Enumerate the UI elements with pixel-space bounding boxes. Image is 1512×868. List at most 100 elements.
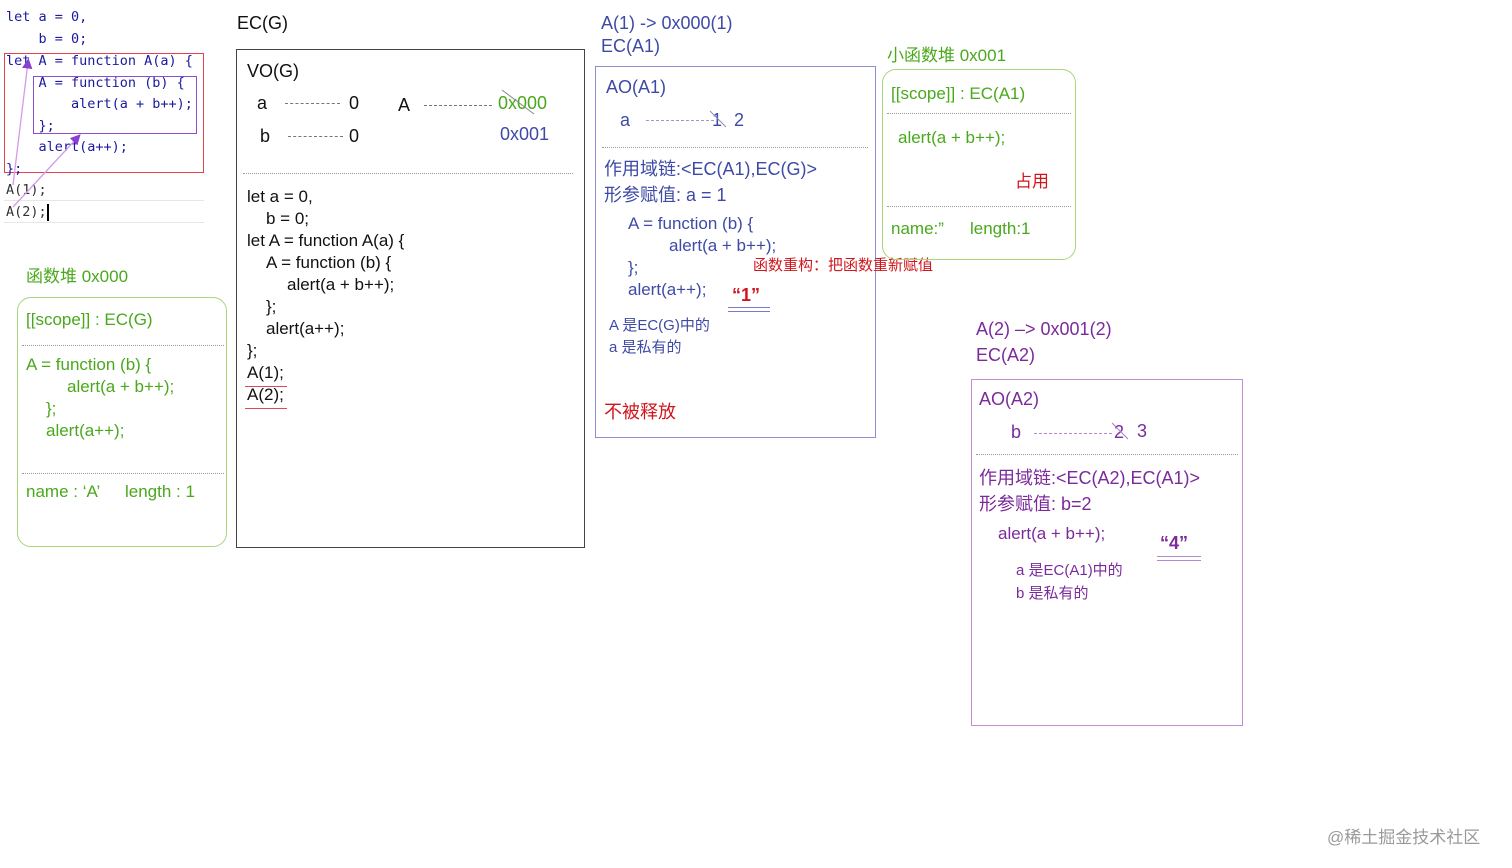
divider (887, 113, 1071, 114)
small-function-heap: [[scope]] : EC(A1) alert(a + b++); 占用 na… (882, 69, 1076, 260)
arrow-line (12, 58, 33, 186)
heap-code-line: alert(a++); (46, 421, 125, 440)
code-line: A = function (b) { (6, 75, 185, 91)
execution-context-a1: AO(A1) a 1 2 作用域链:<EC(A1),EC(G)> 形参赋值: a… (595, 66, 876, 438)
dash-connector (646, 120, 714, 121)
strike-mark (709, 110, 727, 128)
var-value-b: 0 (349, 126, 360, 146)
arrow-line (12, 134, 81, 208)
ecg-code-line: }; (266, 297, 277, 316)
divider (887, 206, 1071, 207)
dash-connector (424, 105, 492, 106)
a2-code-line: alert(a + b++); (998, 524, 1106, 543)
ao-title: AO(A1) (606, 77, 667, 97)
scope-note: a 是私有的 (609, 339, 682, 356)
ecg-call-line: A(1); (247, 363, 284, 382)
execution-context-a2: AO(A2) b 2 3 作用域链:<EC(A2),EC(A1)> 形参赋值: … (971, 379, 1243, 726)
scope-note: a 是EC(A1)中的 (1016, 562, 1123, 579)
var-name-A: A (398, 95, 411, 115)
heap-scope: [[scope]] : EC(G) (26, 310, 153, 329)
divider (4, 222, 204, 223)
outer-function-highlight (4, 53, 204, 173)
var-name-b: b (1011, 422, 1022, 442)
dash-connector (288, 136, 343, 137)
vo-title: VO(G) (247, 61, 299, 81)
code-snippet: let a = 0, b = 0; let A = function A(a) … (0, 0, 215, 225)
inner-function-highlight (33, 76, 197, 134)
ecg-code-line: A = function (b) { (266, 253, 392, 272)
divider (22, 473, 224, 474)
global-heap-title: 函数堆 0x000 (26, 267, 129, 286)
value-old: 1 (712, 110, 723, 130)
ecg-code-line: alert(a + b++); (287, 275, 395, 294)
call-underline (245, 386, 287, 387)
var-value-a: 0 (349, 93, 360, 113)
heap-code-line: }; (46, 399, 57, 418)
call-underline (245, 408, 287, 409)
a1-code-line: alert(a++); (628, 280, 707, 299)
a1-code-line: alert(a + b++); (669, 236, 777, 255)
code-line: }; (6, 161, 23, 177)
code-line: A(2); (6, 204, 47, 220)
heap-name-prop: name:” (891, 219, 944, 238)
a1-code-line: }; (628, 258, 639, 277)
scope-note: A 是EC(G)中的 (609, 317, 710, 334)
scope-chain: 作用域链:<EC(A2),EC(A1)> (979, 468, 1201, 488)
text-cursor (47, 204, 49, 221)
heap-length-prop: length : 1 (125, 482, 195, 501)
output-underline (728, 307, 770, 308)
not-released-label: 不被释放 (604, 402, 676, 422)
eca1-call-title: A(1) -> 0x000(1) (601, 13, 733, 33)
divider (4, 200, 204, 201)
strike-mark (1111, 422, 1129, 440)
strike-mark (501, 89, 535, 115)
code-line: alert(a++); (6, 139, 128, 155)
ecg-call-line: A(2); (247, 385, 284, 404)
divider (22, 345, 224, 346)
eca1-title: EC(A1) (601, 36, 661, 56)
divider (602, 147, 868, 148)
a1-code-line: A = function (b) { (628, 214, 754, 233)
code-line: let A = function A(a) { (6, 53, 193, 69)
heap-code-line: A = function (b) { (26, 355, 152, 374)
heap-name-prop: name : ‘A’ (26, 482, 101, 501)
ecg-code-line: let a = 0, (247, 187, 313, 206)
watermark: @稀土掘金技术社区 (1327, 828, 1481, 847)
global-function-heap: [[scope]] : EC(G) A = function (b) { ale… (17, 297, 227, 547)
divider (243, 173, 573, 174)
output-value: “1” (732, 285, 761, 305)
output-underline (1157, 560, 1201, 561)
dash-connector (1034, 433, 1112, 434)
global-execution-context: VO(G) a 0 b 0 A 0x000 0x001 let a = 0, b… (236, 49, 585, 548)
var-name-a: a (620, 110, 631, 130)
scope-chain: 作用域链:<EC(A1),EC(G)> (604, 159, 818, 179)
param-assignment: 形参赋值: b=2 (979, 494, 1092, 514)
heap-length-prop: length:1 (970, 219, 1031, 238)
code-line: b = 0; (6, 31, 88, 47)
ecg-code-line: }; (247, 341, 258, 360)
param-assignment: 形参赋值: a = 1 (604, 185, 727, 205)
ecg-title: EC(G) (237, 13, 288, 33)
output-value: “4” (1160, 533, 1189, 553)
code-line: let a = 0, (6, 9, 88, 25)
ecg-code-line: let A = function A(a) { (247, 231, 405, 250)
heap-code-line: alert(a + b++); (67, 377, 175, 396)
code-line: }; (6, 118, 55, 134)
heap-code-line: alert(a + b++); (898, 128, 1006, 147)
small-heap-title: 小函数堆 0x001 (887, 46, 1007, 65)
value-new: 3 (1137, 421, 1148, 441)
reference-arrows (12, 58, 81, 208)
divider (976, 454, 1238, 455)
code-line: alert(a + b++); (6, 96, 193, 112)
scope-note: b 是私有的 (1016, 585, 1089, 602)
heap-scope: [[scope]] : EC(A1) (891, 84, 1026, 103)
ao-title: AO(A2) (979, 389, 1040, 409)
occupied-label: 占用 (1015, 172, 1049, 191)
eca2-title: EC(A2) (976, 345, 1036, 365)
rebuild-note: 函数重构：把函数重新赋值 (753, 257, 934, 274)
dash-connector (285, 103, 340, 104)
var-name-b: b (260, 126, 271, 146)
ecg-code-line: alert(a++); (266, 319, 345, 338)
address-new: 0x001 (500, 124, 550, 144)
output-underline (1157, 556, 1201, 557)
